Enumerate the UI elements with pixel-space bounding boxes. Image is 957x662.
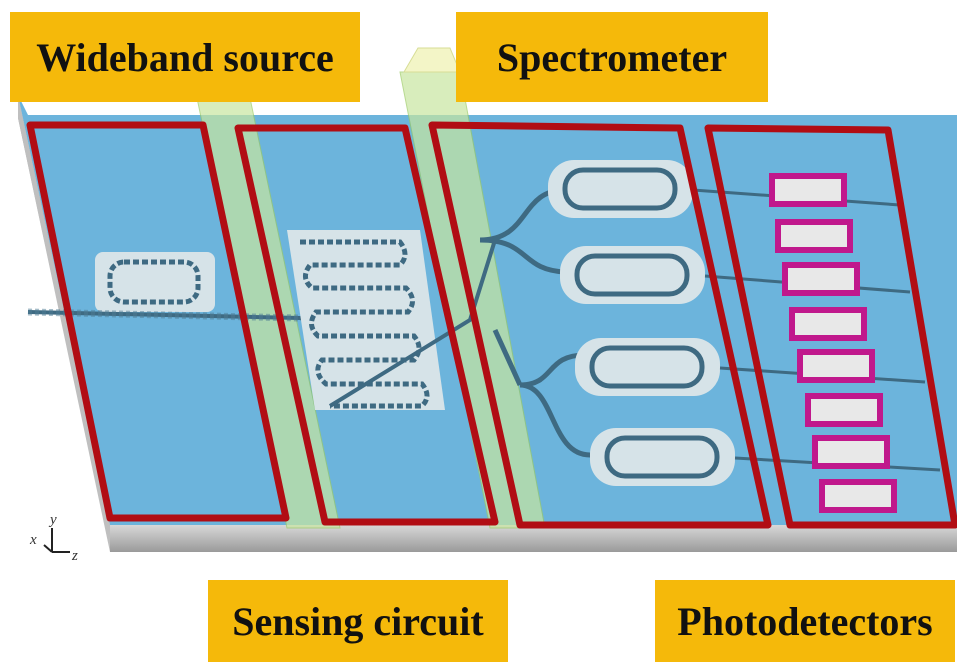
photodetector-region-outline: [704, 124, 957, 529]
sensing-region-outline: [234, 124, 499, 526]
spectrometer-mzi-3: [575, 338, 720, 396]
spectrometer-region-outline: [428, 121, 772, 529]
source-ring-resonator: [95, 252, 215, 312]
axis-y-label: y: [48, 512, 57, 528]
sensing-circuit-label: Sensing circuit: [208, 580, 508, 662]
wideband-source-label: Wideband source: [10, 12, 360, 102]
sensing-serpentine: [287, 230, 497, 410]
axis-z-label: z: [71, 548, 78, 564]
photodetector-array: [769, 173, 897, 513]
spectrometer-label: Spectrometer: [456, 12, 768, 102]
photodetectors-label: Photodetectors: [655, 580, 955, 662]
wideband-region-outline: [26, 121, 290, 522]
spectrometer-mzi-1: [548, 160, 693, 218]
axis-x-label: x: [29, 532, 37, 548]
spectrometer-mzi-2: [560, 246, 705, 304]
region-outlines: [26, 121, 957, 529]
spectrometer-mzi-4: [590, 428, 735, 486]
spectrometer-tree: [479, 187, 591, 458]
coordinate-axes: y x z: [29, 512, 78, 564]
